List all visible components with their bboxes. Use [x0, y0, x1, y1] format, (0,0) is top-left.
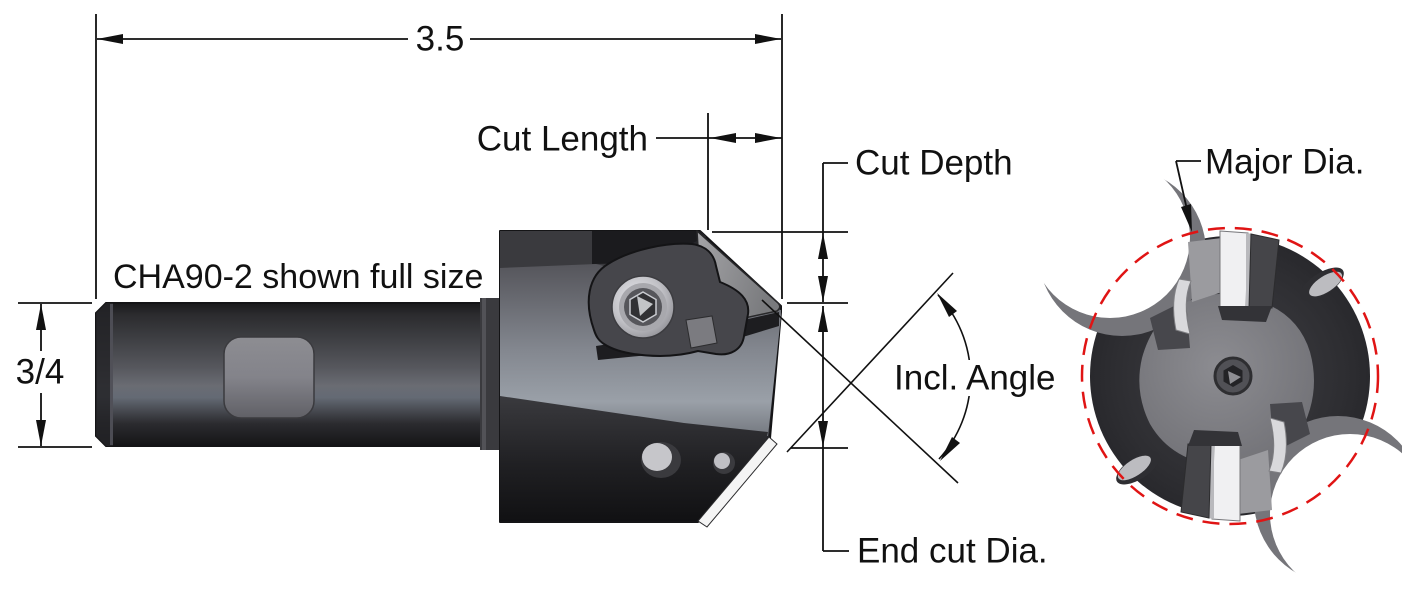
leader-arrowhead: [1181, 204, 1192, 232]
small-hole: [714, 453, 730, 469]
annotations: 3.5 3/4 Cut Length: [16, 14, 1364, 571]
front-chamfer-insert-edge: [697, 436, 778, 528]
dimension-shank-diameter: 3/4: [16, 302, 92, 448]
arrowhead-up: [818, 233, 828, 259]
cutter-head: [499, 230, 782, 528]
insert-corner-silver: [1173, 278, 1192, 335]
side-view: [95, 230, 782, 528]
arrowhead-down: [818, 421, 828, 447]
angle-line-upper: [761, 299, 959, 484]
arrowhead-left: [97, 34, 123, 44]
leader-diagonal: [1175, 160, 1189, 215]
head-lower-dark: [500, 396, 768, 521]
arrowhead-right: [755, 34, 781, 44]
wrench-flat: [223, 336, 315, 419]
shank-diameter-value: 3/4: [16, 353, 65, 392]
arrowhead-right: [755, 133, 781, 143]
slot-hole: [1300, 267, 1344, 301]
end-insert: [1219, 230, 1249, 310]
cut-depth-label: Cut Depth: [855, 144, 1013, 183]
arc-arrowhead-bottom: [940, 437, 960, 461]
shank: [95, 298, 502, 450]
cut-length-label: Cut Length: [477, 120, 648, 159]
angle-line-lower: [786, 272, 954, 453]
center-hex-shine: [1228, 371, 1241, 384]
model-note: CHA90-2 shown full size: [113, 258, 483, 296]
shank-end-highlight: [110, 304, 113, 445]
included-angle-label: Incl. Angle: [894, 359, 1056, 398]
arc-arrowhead-top: [937, 293, 957, 317]
large-hole: [642, 443, 672, 471]
dimension-overall-length: 3.5: [95, 14, 783, 299]
hex-socket-shine: [637, 296, 653, 316]
arrowhead-up: [818, 306, 828, 332]
dimension-end-cut-diameter: End cut Dia.: [791, 306, 1048, 571]
shank-end-chamfer: [96, 303, 113, 446]
dimension-included-angle: Incl. Angle: [761, 272, 1056, 484]
end-cut-diameter-label: End cut Dia.: [857, 532, 1048, 571]
major-diameter-label: Major Dia.: [1205, 143, 1364, 182]
arrowhead-up: [36, 304, 46, 330]
dimension-cut-depth: Cut Depth: [712, 144, 1013, 304]
arrowhead-left: [710, 133, 736, 143]
end-view: [1030, 158, 1402, 594]
flute-insert-assembly: [1150, 230, 1344, 350]
arrowhead-down: [36, 420, 46, 446]
insert-lip-shadow: [1218, 306, 1272, 322]
dimension-major-diameter: Major Dia.: [1175, 143, 1364, 232]
end-clamp-block: [1248, 233, 1280, 309]
flute-scallops: [1030, 158, 1402, 594]
major-dia-circle: [1080, 226, 1380, 526]
slot-hole-floor: [1309, 271, 1343, 297]
clamp-tab: [685, 315, 718, 349]
coolant-holes: [641, 442, 735, 478]
overall-length-value: 3.5: [416, 20, 465, 59]
flute-gray-face: [1188, 238, 1222, 302]
angle-label-mask: [888, 360, 1054, 396]
flute-cutout-bottom: [1270, 434, 1402, 594]
dimension-cut-length: Cut Length: [477, 113, 782, 230]
arrowhead-down: [818, 276, 828, 302]
shank-neck-highlight: [482, 298, 486, 450]
hex-screw: [611, 275, 675, 339]
center-screw: [1213, 356, 1253, 396]
flute-cutout-top: [1030, 158, 1190, 318]
